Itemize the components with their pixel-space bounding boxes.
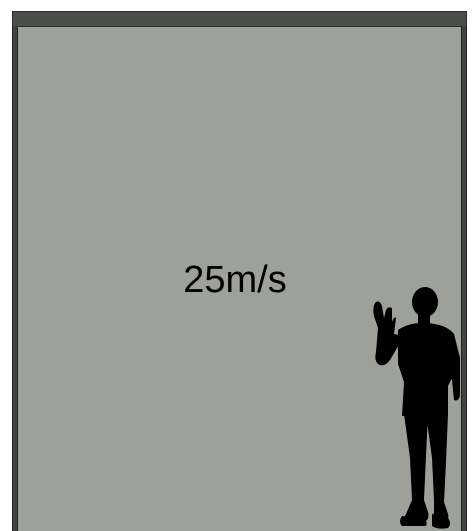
sign-top-bar xyxy=(12,11,467,27)
person-silhouette-icon xyxy=(368,286,464,531)
